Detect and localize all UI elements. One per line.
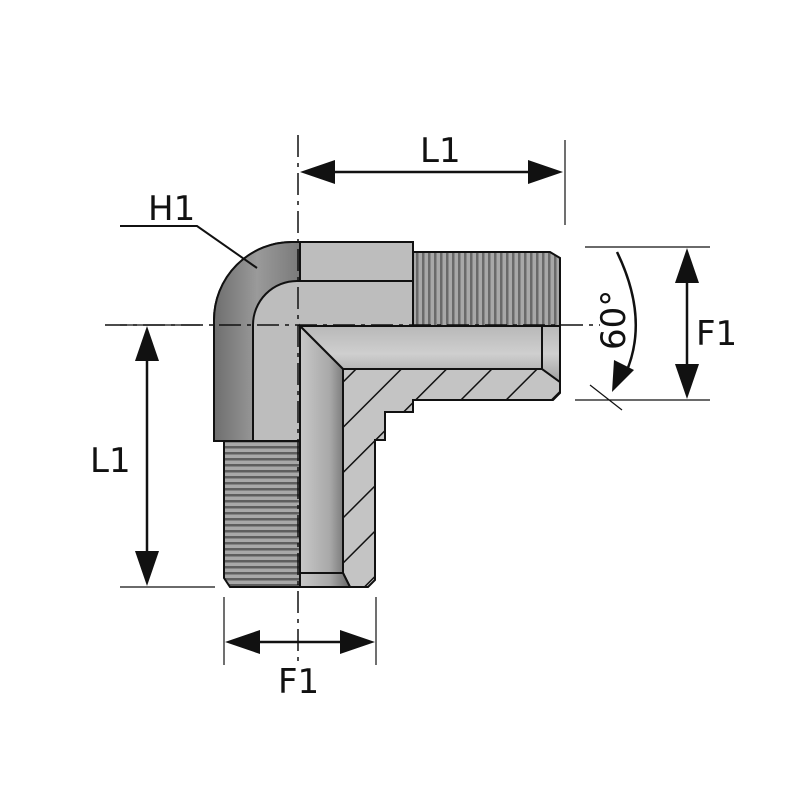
dimension-top-l1 <box>300 160 563 184</box>
section-hatch <box>342 368 561 588</box>
dimension-bottom-f1 <box>225 630 375 654</box>
dimension-right-f1 <box>675 248 699 399</box>
label-top-l1: L1 <box>420 131 461 171</box>
label-angle: 60° <box>594 290 634 350</box>
label-right-f1: F1 <box>696 314 737 354</box>
right-thread <box>412 251 561 327</box>
bottom-thread <box>223 440 301 588</box>
label-left-l1: L1 <box>90 441 131 481</box>
h1-leader <box>120 225 258 269</box>
elbow-bend-shade <box>213 241 301 442</box>
angle-60-indicator <box>612 251 638 392</box>
label-h1: H1 <box>148 189 195 229</box>
label-bottom-f1: F1 <box>278 662 319 702</box>
vertical-bore <box>299 323 352 588</box>
dimension-left-l1 <box>135 326 159 586</box>
